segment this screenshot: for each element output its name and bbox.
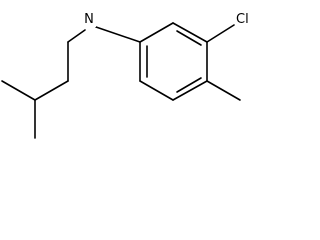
ring-bond-2 [172, 22, 208, 43]
bond-ch2-n [67, 29, 86, 43]
ring-double-bond-inner-1 [176, 30, 202, 46]
chlorine-atom-label: Cl [236, 13, 254, 27]
nitrogen-atom-label: N [82, 13, 96, 27]
ring-bond-4 [172, 80, 208, 101]
chemical-structure: N Cl [0, 0, 256, 142]
bond-n-ring [95, 26, 141, 43]
bond-methyl-a-ch [1, 80, 36, 101]
bond-ring-cl [206, 24, 235, 43]
ring-bond-1 [139, 22, 174, 43]
ring-bond-5 [139, 80, 174, 101]
structure-drawing [1, 22, 241, 139]
bond-ring-methyl [206, 80, 241, 101]
ring-double-bond-inner-2 [176, 77, 202, 93]
bond-ch-ch2 [34, 80, 69, 101]
